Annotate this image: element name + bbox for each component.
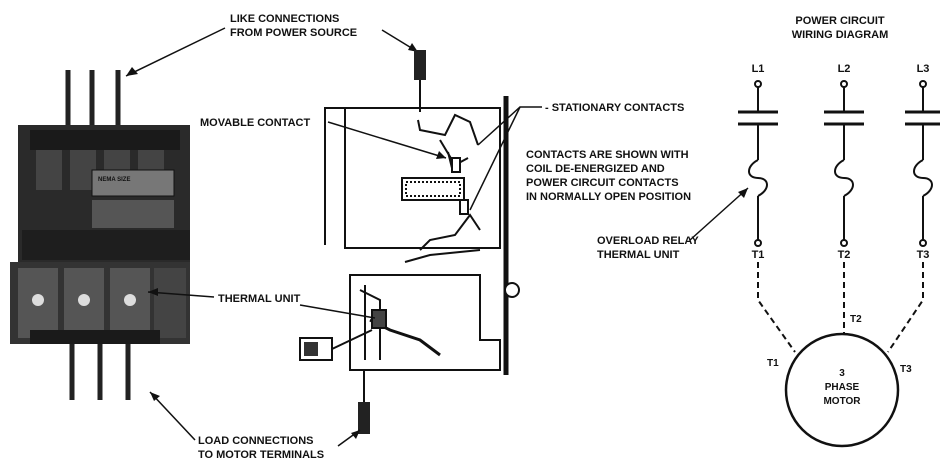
motor-label-line1: 3	[839, 368, 845, 379]
contacts-note-line2: COIL DE-ENERGIZED AND	[526, 163, 665, 175]
movable-contact-label: MOVABLE CONTACT	[200, 117, 310, 129]
callout-load-connections: LOAD CONNECTIONS TO MOTOR TERMINALS	[149, 391, 361, 461]
motor-t3-label: T3	[900, 364, 912, 375]
starter-photo: NEMA SIZE	[10, 70, 190, 400]
overload-label-line2: THERMAL UNIT	[597, 249, 680, 261]
stationary-contacts-label: - STATIONARY CONTACTS	[545, 102, 684, 114]
wiring-title-line2: WIRING DIAGRAM	[792, 29, 889, 41]
contacts-note-line1: CONTACTS ARE SHOWN WITH	[526, 149, 689, 161]
line-l1-label: L1	[752, 63, 765, 75]
contacts-note: CONTACTS ARE SHOWN WITH COIL DE-ENERGIZE…	[526, 149, 691, 203]
contacts-note-line4: IN NORMALLY OPEN POSITION	[526, 191, 691, 203]
terminal-t3-label: T3	[917, 249, 930, 261]
motor-label-line2: PHASE	[825, 382, 860, 393]
callout-like-connections: LIKE CONNECTIONS FROM POWER SOURCE	[125, 13, 419, 77]
load-connections-line1: LOAD CONNECTIONS	[198, 435, 314, 447]
thermal-unit-label: THERMAL UNIT	[218, 293, 301, 305]
wiring-diagram: POWER CIRCUIT WIRING DIAGRAM L1 L2 L3	[597, 15, 940, 448]
callout-movable-contact: MOVABLE CONTACT	[200, 117, 447, 159]
like-connections-line1: LIKE CONNECTIONS	[230, 13, 339, 25]
wiring-title-line1: POWER CIRCUIT	[795, 15, 885, 27]
nameplate-text: NEMA SIZE	[98, 177, 130, 183]
overload-label-line1: OVERLOAD RELAY	[597, 235, 699, 247]
overload-leader	[689, 187, 749, 241]
contactor-cutaway	[299, 50, 520, 434]
callout-thermal-unit: THERMAL UNIT	[147, 288, 376, 319]
like-connections-line2: FROM POWER SOURCE	[230, 27, 357, 39]
callout-stationary-contacts: - STATIONARY CONTACTS	[469, 102, 684, 211]
load-connections-line2: TO MOTOR TERMINALS	[198, 449, 324, 461]
terminal-t2-label: T2	[838, 249, 851, 261]
line-l3-label: L3	[917, 63, 930, 75]
motor-label-line3: MOTOR	[823, 396, 861, 407]
terminal-t1-label: T1	[752, 249, 765, 261]
line-l2-label: L2	[838, 63, 851, 75]
motor-t2-label: T2	[850, 314, 862, 325]
motor-t1-label: T1	[767, 358, 779, 369]
contacts-note-line3: POWER CIRCUIT CONTACTS	[526, 177, 679, 189]
